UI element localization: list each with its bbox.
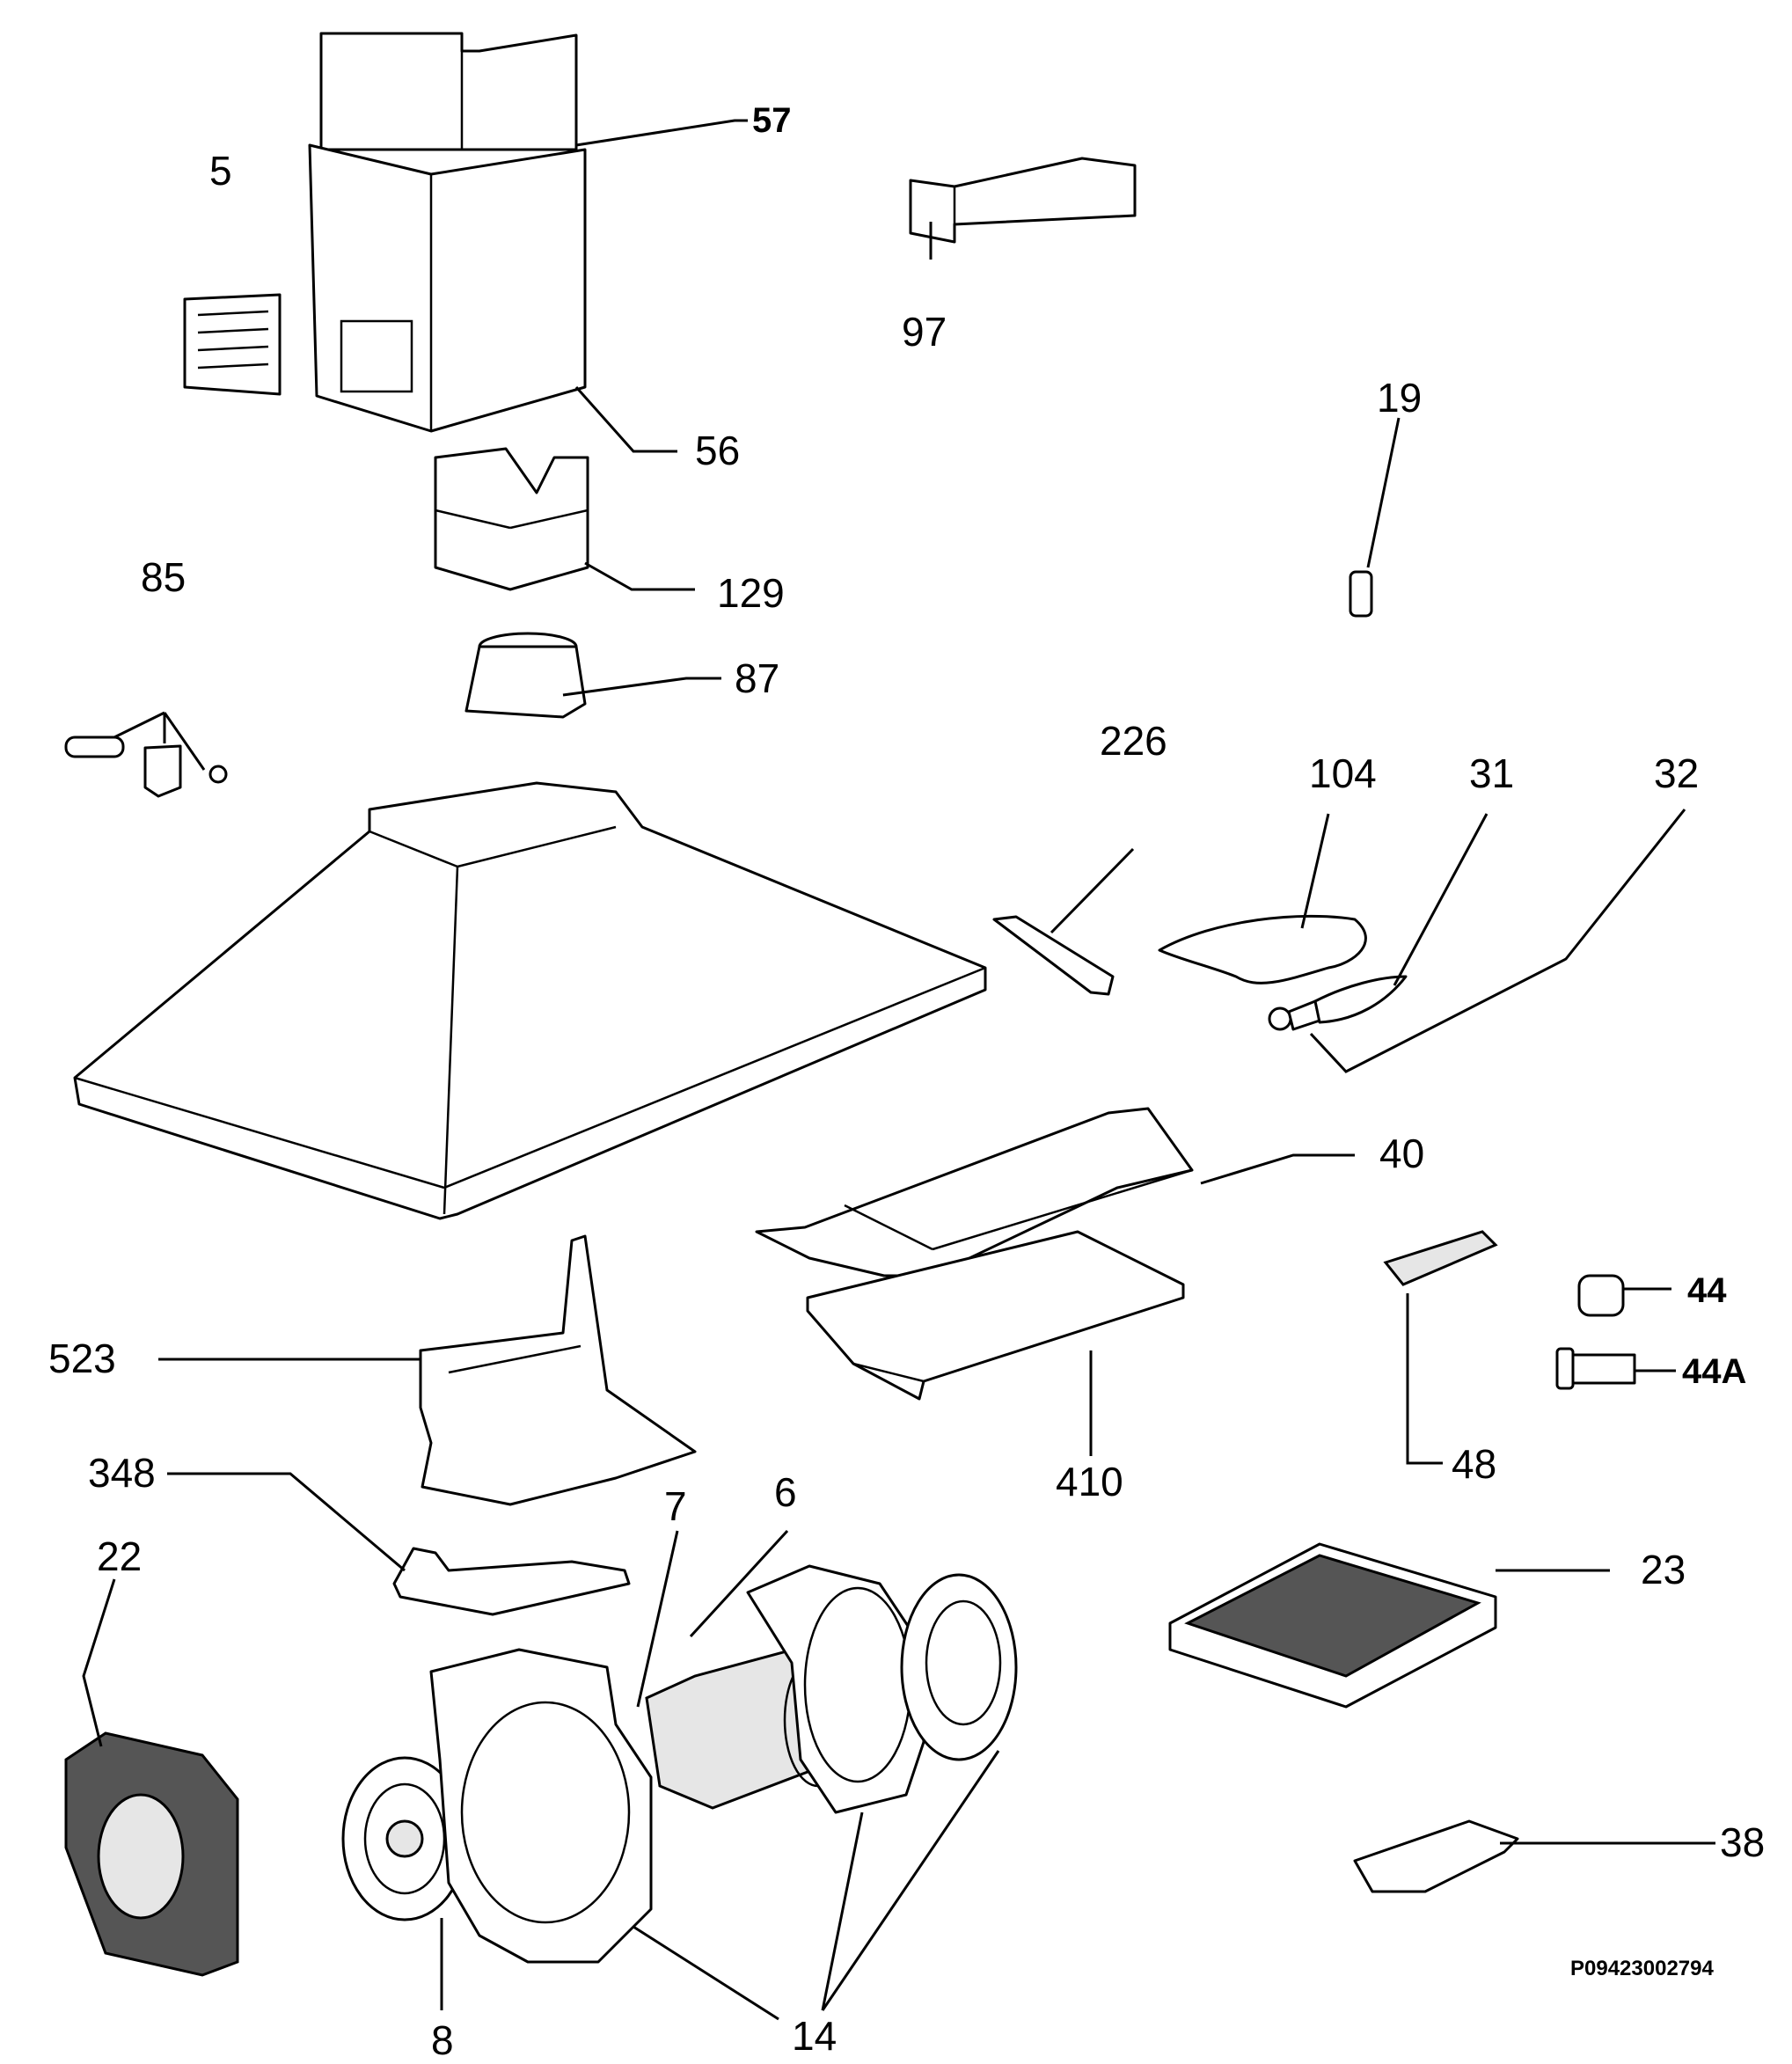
label-44a: 44A (1682, 1352, 1746, 1391)
label-22: 22 (97, 1533, 142, 1579)
label-44: 44 (1687, 1271, 1727, 1310)
label-48: 48 (1452, 1441, 1496, 1487)
part-410-control-tray (806, 1230, 1185, 1401)
part-23-carbon-filter (1168, 1542, 1497, 1709)
part-523-motor-support (419, 1234, 697, 1506)
part-85-fixing-kit (64, 736, 228, 798)
label-85: 85 (141, 554, 186, 600)
label-40: 40 (1379, 1131, 1424, 1176)
part-87-outlet-collar (464, 632, 587, 719)
leader-lines (82, 119, 1715, 2021)
label-104: 104 (1309, 750, 1377, 796)
part-44a-knob-shaft (1555, 1347, 1636, 1390)
part-19-capacitor (1349, 570, 1373, 618)
part-38-lamp-diffuser (1353, 1819, 1519, 1893)
part-5-vent-grille (183, 293, 282, 396)
label-38: 38 (1720, 1819, 1765, 1865)
label-31: 31 (1469, 750, 1514, 796)
part-31-32-lamp-bulb (1268, 975, 1408, 1031)
part-second-motor-grille (900, 1573, 1018, 1761)
part-57-upper-chimney (319, 32, 578, 151)
label-6: 6 (774, 1469, 797, 1515)
part-hood-canopy (73, 781, 987, 1220)
label-57: 57 (752, 101, 792, 140)
part-56-lower-chimney (308, 143, 587, 433)
label-7: 7 (664, 1483, 687, 1529)
part-8-motor-grille (341, 1756, 468, 1921)
part-44-knob (1577, 1274, 1625, 1317)
part-40-lamp-housing (755, 1107, 1194, 1277)
part-104-lamp-cover (1158, 914, 1367, 984)
part-129-duct-adapter (434, 447, 589, 591)
label-523: 523 (48, 1336, 116, 1381)
label-32: 32 (1654, 750, 1699, 796)
part-97-wall-bracket (909, 157, 1137, 244)
part-22-grease-filter (64, 1731, 239, 1977)
label-14: 14 (792, 2013, 837, 2059)
label-410: 410 (1056, 1459, 1123, 1504)
part-226-switch-cover (992, 915, 1115, 996)
label-97: 97 (902, 309, 947, 355)
label-129: 129 (717, 570, 785, 616)
part-348-support-plate (392, 1547, 631, 1616)
label-56: 56 (695, 428, 740, 473)
label-19: 19 (1377, 375, 1422, 421)
part-14-fan-housing-second (746, 1564, 925, 1814)
label-87: 87 (735, 655, 779, 701)
part-48-switch-block (1383, 1230, 1498, 1286)
label-8: 8 (431, 2017, 454, 2063)
part-14-fan-housing (429, 1648, 653, 1964)
label-5: 5 (209, 148, 232, 194)
document-code: P09423002794 (1570, 1957, 1714, 1980)
label-23: 23 (1641, 1547, 1686, 1592)
label-226: 226 (1100, 718, 1167, 764)
label-348: 348 (88, 1450, 156, 1496)
